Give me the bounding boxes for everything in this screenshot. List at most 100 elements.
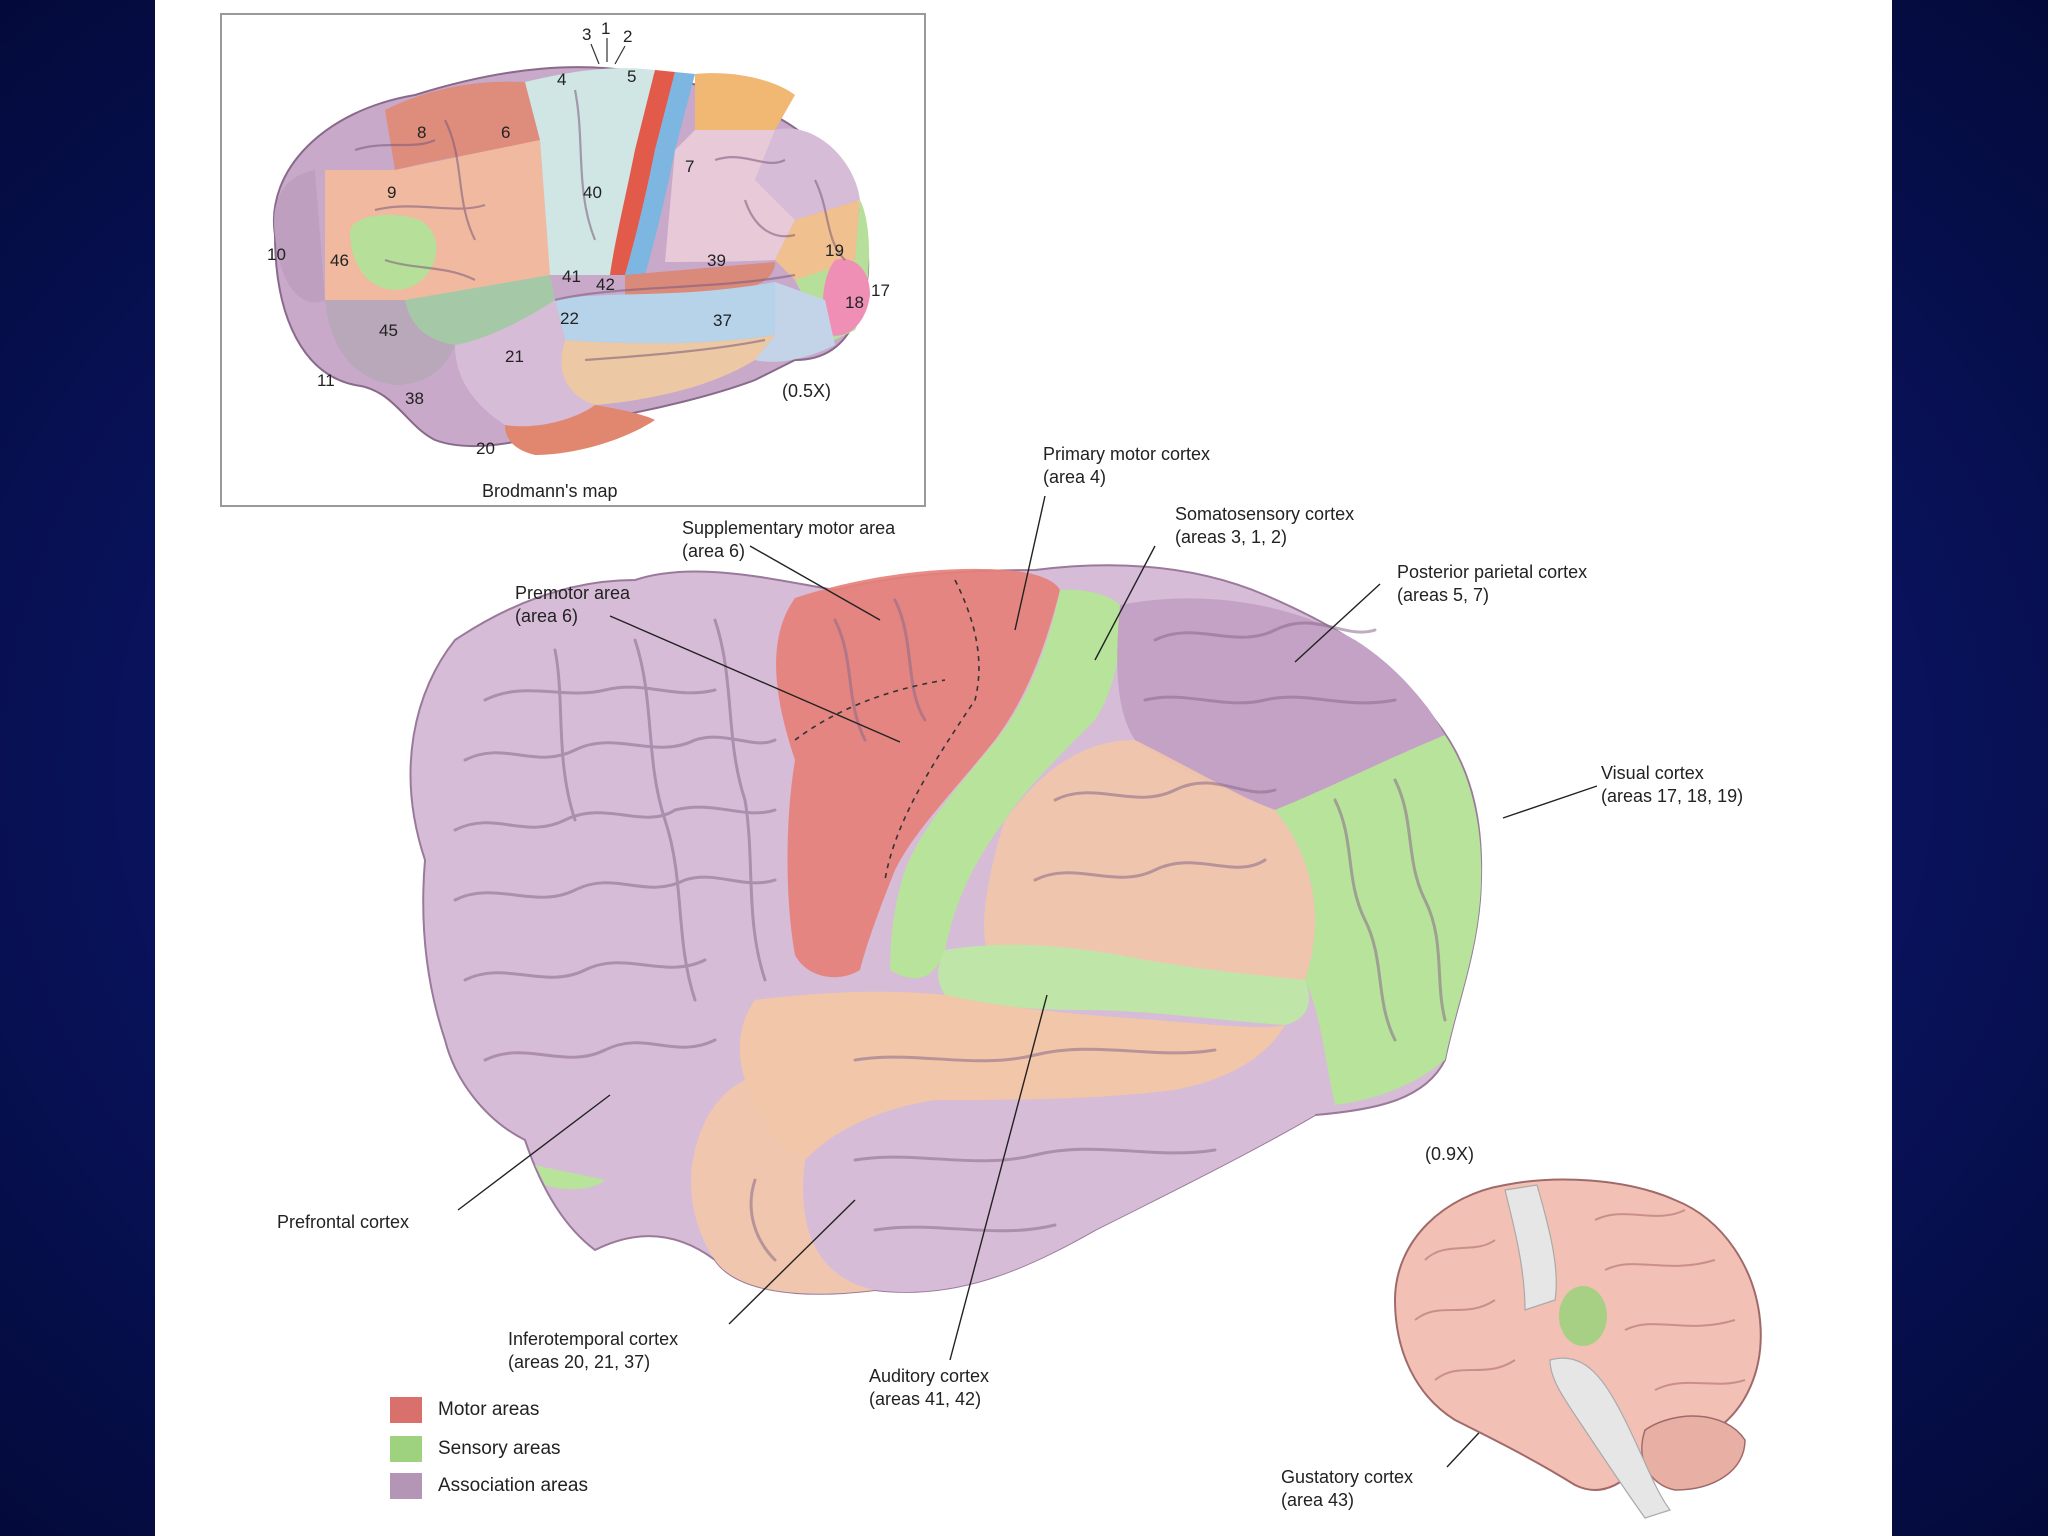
gustatory-cortex-spot: [1559, 1286, 1607, 1346]
legend-association: Association areas: [390, 1471, 588, 1501]
main-posterior-parietal-region: [1117, 598, 1445, 810]
label-visual: Visual cortex: [1601, 763, 1704, 783]
inset-num-38: 38: [405, 389, 424, 408]
leader-supplementary: [749, 545, 881, 621]
inset-area-20: [505, 405, 655, 455]
inset-area-17-18: [823, 259, 870, 336]
inset-area-37: [755, 282, 835, 362]
inset-num-21: 21: [505, 347, 524, 366]
inset-tick-lines: [590, 38, 626, 65]
gustatory-brain: [1393, 1178, 1762, 1519]
inset-num-42: 42: [596, 275, 615, 294]
label-prefrontal: Prefrontal cortex: [277, 1212, 409, 1232]
leader-visual: [1502, 785, 1598, 819]
inset-area-4: [610, 70, 675, 275]
label-gustatory-area: (area 43): [1281, 1490, 1354, 1510]
inset-num-18: 18: [845, 293, 864, 312]
main-somatosensory-region: [890, 589, 1122, 979]
inset-num-4: 4: [557, 70, 566, 89]
leader-prefrontal: [457, 1094, 611, 1211]
inset-area-6: [525, 68, 655, 275]
gustatory-sulci: [1414, 1209, 1746, 1391]
gustatory-cerebellum: [1641, 1415, 1746, 1491]
inset-num-46: 46: [330, 251, 349, 270]
label-visual-area: (areas 17, 18, 19): [1601, 786, 1743, 806]
brodmann-inset: 3 1 2 4 5 8 6 7 9 40 10 46 39 19 41 42 1…: [220, 13, 926, 507]
legend-label-sensory: Sensory areas: [438, 1438, 561, 1459]
inset-num-39: 39: [707, 251, 726, 270]
inset-num-40: 40: [583, 183, 602, 202]
legend-swatch-motor: [390, 1397, 422, 1423]
label-primary-motor-area: (area 4): [1043, 467, 1106, 487]
main-motor-region: [776, 568, 1060, 978]
label-somatosensory-area: (areas 3, 1, 2): [1175, 527, 1287, 547]
leader-premotor: [609, 615, 901, 743]
inset-area-45: [405, 275, 555, 345]
main-orbital-green: [535, 1165, 605, 1190]
leader-primary-motor: [1014, 495, 1046, 631]
inset-num-19: 19: [825, 241, 844, 260]
inset-num-1: 1: [601, 19, 610, 38]
legend-motor: Motor areas: [390, 1395, 539, 1425]
inset-sulci: [354, 89, 846, 362]
inset-num-7: 7: [685, 157, 694, 176]
inset-num-20: 20: [476, 439, 495, 458]
inset-area-46: [350, 214, 437, 290]
leader-auditory: [949, 994, 1048, 1361]
main-parietal-peach: [984, 740, 1315, 986]
leader-somatosensory: [1094, 545, 1156, 661]
leader-posterior-parietal: [1294, 583, 1381, 663]
main-temporal-peach: [739, 991, 1285, 1160]
inset-num-41: 41: [562, 267, 581, 286]
legend-label-motor: Motor areas: [438, 1399, 540, 1420]
label-premotor-area: (area 6): [515, 606, 578, 626]
main-inferotemporal-region: [803, 1025, 1319, 1292]
inset-num-5: 5: [627, 67, 636, 86]
inset-num-6: 6: [501, 123, 510, 142]
inset-area-7: [755, 128, 860, 220]
main-dashed-boundaries: [794, 579, 980, 881]
inset-num-2: 2: [623, 27, 632, 46]
inset-num-10: 10: [267, 245, 286, 264]
inset-area-8: [385, 81, 540, 170]
inset-num-17: 17: [871, 281, 890, 300]
inset-area-10: [274, 170, 325, 303]
legend-swatch-association: [390, 1473, 422, 1499]
main-scale: (0.9X): [1425, 1144, 1474, 1164]
inset-num-37: 37: [713, 311, 732, 330]
label-posterior-parietal: Posterior parietal cortex: [1397, 562, 1587, 582]
inset-caption: Brodmann's map: [482, 481, 618, 501]
inset-num-45: 45: [379, 321, 398, 340]
gustatory-cut-band-1: [1504, 1184, 1557, 1311]
label-premotor: Premotor area: [515, 583, 631, 603]
inset-area-11: [325, 300, 455, 385]
label-inferotemporal-area: (areas 20, 21, 37): [508, 1352, 650, 1372]
inset-num-8: 8: [417, 123, 426, 142]
leader-inferotemporal: [728, 1199, 856, 1325]
main-sulci: [453, 598, 1447, 1262]
label-primary-motor: Primary motor cortex: [1043, 444, 1210, 464]
main-brain: Primary motor cortex (area 4) Supplement…: [277, 444, 1743, 1510]
label-inferotemporal: Inferotemporal cortex: [508, 1329, 678, 1349]
legend-swatch-sensory: [390, 1436, 422, 1462]
main-temporal-pole: [691, 1080, 875, 1294]
label-gustatory: Gustatory cortex: [1281, 1467, 1413, 1487]
inset-area-22: [555, 282, 790, 344]
label-supplementary: Supplementary motor area: [682, 518, 896, 538]
main-auditory-region: [938, 944, 1309, 1025]
legend-sensory: Sensory areas: [390, 1434, 561, 1464]
inset-num-3: 3: [582, 25, 591, 44]
inset-num-11: 11: [317, 371, 335, 390]
inset-num-22: 22: [560, 309, 579, 328]
inset-area-21: [561, 335, 775, 405]
inset-scale: (0.5X): [782, 381, 831, 401]
main-visual-region: [1275, 735, 1482, 1105]
label-auditory-area: (areas 41, 42): [869, 1389, 981, 1409]
slide: 3 1 2 4 5 8 6 7 9 40 10 46 39 19 41 42 1…: [155, 0, 1892, 1536]
inset-area-3-1-2: [625, 72, 695, 275]
label-posterior-parietal-area: (areas 5, 7): [1397, 585, 1489, 605]
inset-area-38: [455, 300, 595, 427]
label-somatosensory: Somatosensory cortex: [1175, 504, 1354, 524]
inset-area-5: [695, 73, 795, 130]
label-auditory: Auditory cortex: [869, 1366, 989, 1386]
